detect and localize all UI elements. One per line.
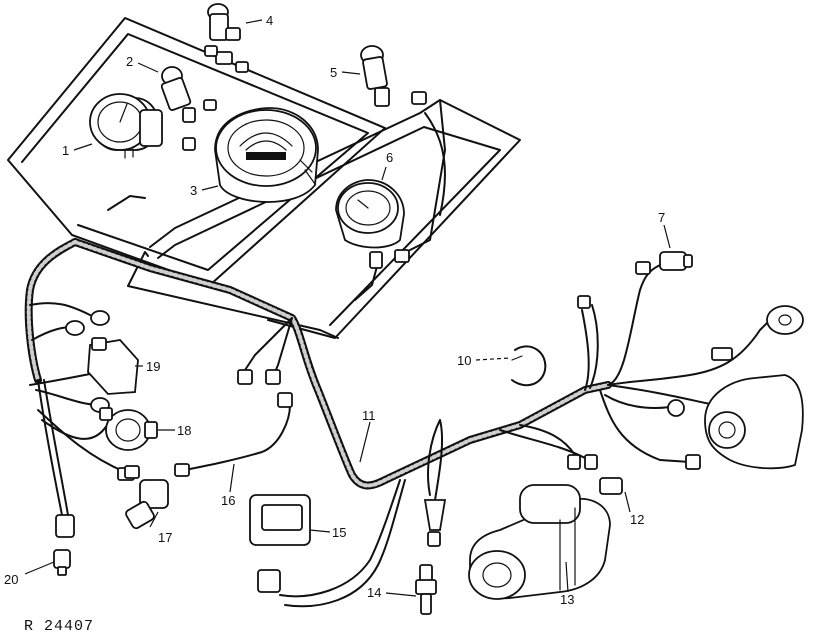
callout-19: 19 <box>146 359 160 374</box>
main-harness <box>24 238 612 490</box>
connector-plugs <box>65 295 701 547</box>
sender-12 <box>599 477 623 495</box>
callout-12: 12 <box>630 512 644 527</box>
sender-4 <box>204 3 249 73</box>
callout-6: 6 <box>386 150 393 165</box>
starter-motor-13 <box>468 484 611 600</box>
callout-11: 11 <box>362 408 376 423</box>
switch-18 <box>105 409 158 451</box>
gauge-1 <box>89 93 163 159</box>
sender-5 <box>360 45 427 107</box>
relay-15 <box>249 494 311 593</box>
ignition-switch-17 <box>117 463 190 530</box>
callout-3: 3 <box>190 183 197 198</box>
callout-13: 13 <box>560 592 574 607</box>
callouts: 1 2 3 4 5 6 7 10 11 12 13 14 15 16 17 18 <box>4 13 671 607</box>
callout-14: 14 <box>367 585 381 600</box>
tachometer-3 <box>214 107 319 203</box>
switch-2 <box>160 66 217 151</box>
figure-caption: R 24407 <box>24 618 94 635</box>
clip-10 <box>511 345 547 387</box>
instrument-panel-frame <box>7 17 521 339</box>
callout-20: 20 <box>4 572 18 587</box>
callout-1: 1 <box>62 143 69 158</box>
sensor-7 <box>635 251 693 275</box>
callout-7: 7 <box>658 210 665 225</box>
gauge-6 <box>335 179 410 269</box>
callout-18: 18 <box>177 423 191 438</box>
callout-15: 15 <box>332 525 346 540</box>
callout-4: 4 <box>266 13 273 28</box>
plug-14 <box>415 564 437 615</box>
horn <box>711 305 804 361</box>
alternator <box>704 374 804 470</box>
callout-2: 2 <box>126 54 133 69</box>
sender-20 <box>53 514 75 576</box>
callout-17: 17 <box>158 530 172 545</box>
callout-10: 10 <box>457 353 471 368</box>
regulator-19 <box>87 337 139 395</box>
callout-5: 5 <box>330 65 337 80</box>
callout-16: 16 <box>221 493 235 508</box>
branch-wires <box>29 99 771 608</box>
